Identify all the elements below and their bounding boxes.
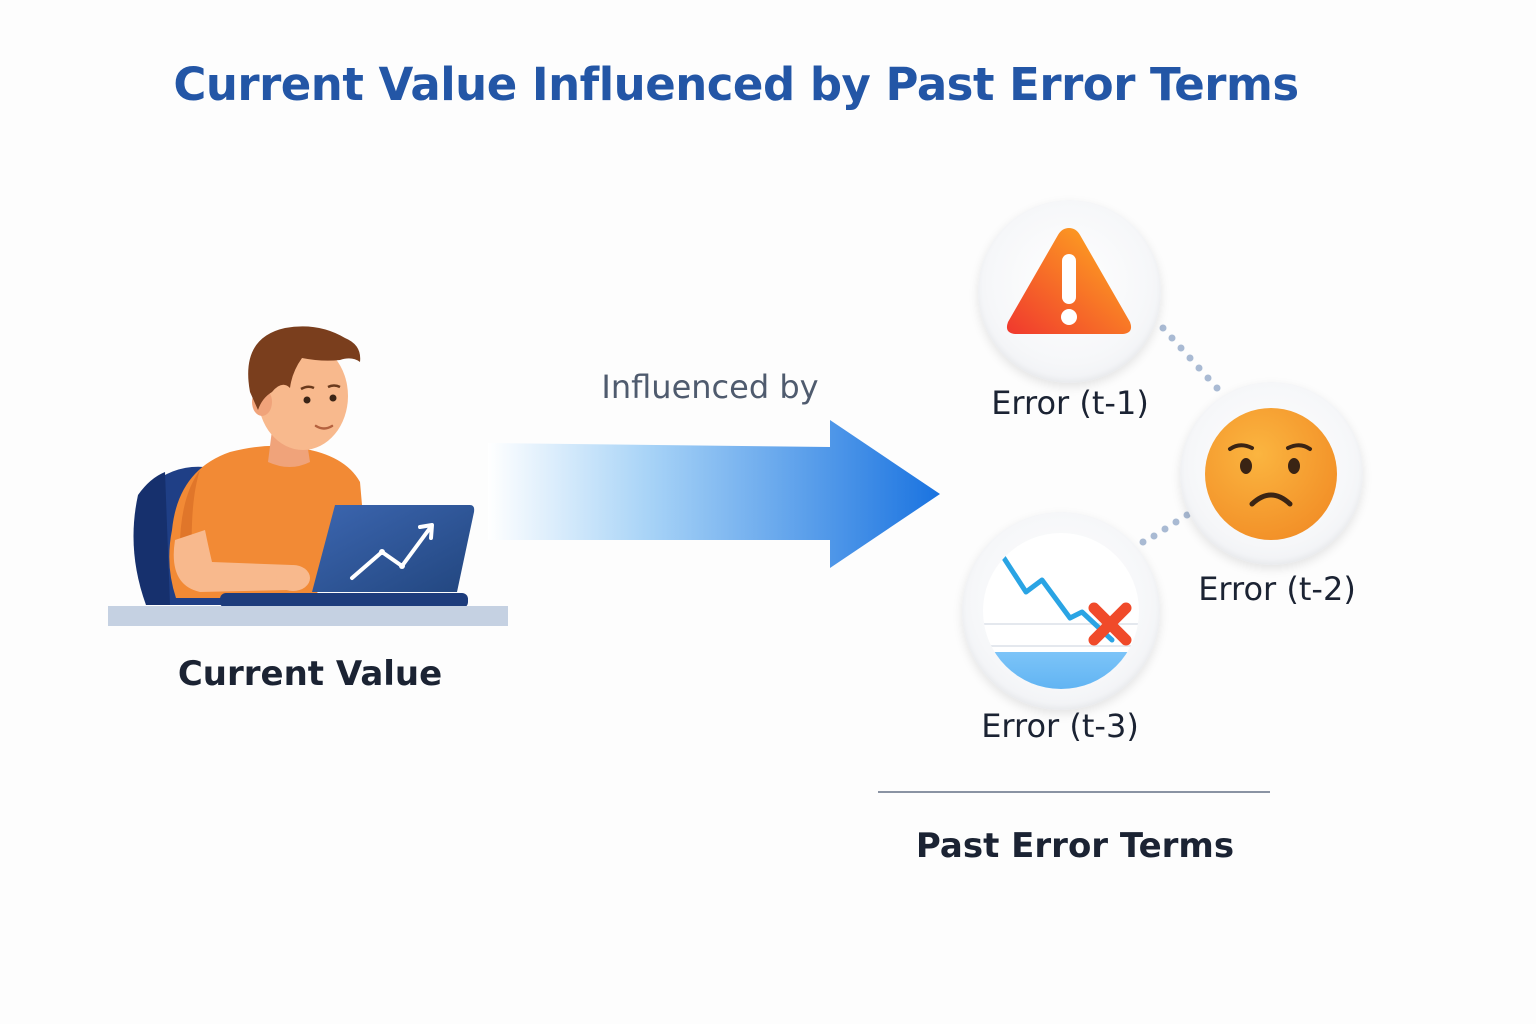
error-t2-label: Error (t-2) <box>1157 570 1397 608</box>
error-t2-circle <box>1180 382 1363 565</box>
divider-line <box>878 791 1270 793</box>
error-t3-label: Error (t-3) <box>940 707 1180 745</box>
falling-chart-icon <box>962 512 1160 710</box>
sad-face-icon <box>1180 382 1363 565</box>
error-t1-circle <box>978 200 1161 383</box>
error-t1-label: Error (t-1) <box>950 384 1190 422</box>
warning-triangle-icon <box>978 200 1161 383</box>
past-error-terms-label: Past Error Terms <box>875 826 1275 866</box>
influenced-by-label: Influenced by <box>560 368 860 406</box>
error-t3-circle <box>962 512 1160 710</box>
